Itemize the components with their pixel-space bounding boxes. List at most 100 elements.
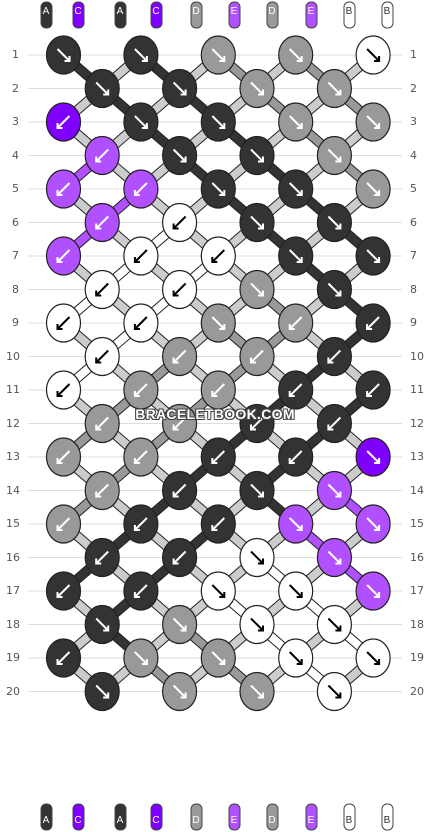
knot bbox=[162, 671, 198, 712]
arrow-down-left-icon bbox=[56, 115, 71, 129]
top-strand-letter: E bbox=[230, 6, 238, 17]
arrow-head bbox=[327, 424, 334, 431]
row-number-left: 6 bbox=[12, 215, 19, 229]
row-number-left: 14 bbox=[6, 483, 20, 497]
bottom-strand-letter: C bbox=[152, 815, 160, 826]
arrow-down-right-icon bbox=[327, 550, 342, 565]
arrow-head bbox=[219, 190, 226, 196]
arrow-head bbox=[56, 257, 63, 263]
top-strand-stub bbox=[190, 1, 203, 29]
top-strand-ends bbox=[40, 1, 394, 29]
arrow-head bbox=[133, 458, 140, 464]
arrow-head bbox=[258, 692, 264, 699]
row-number-right: 16 bbox=[410, 550, 424, 564]
knot bbox=[316, 135, 352, 176]
arrow-head bbox=[219, 659, 226, 665]
arrow-down-right-icon bbox=[288, 651, 303, 665]
bottom-strand-letter: A bbox=[42, 815, 50, 826]
arrow-head bbox=[172, 424, 179, 431]
arrow-head bbox=[335, 223, 342, 230]
arrow-down-right-icon bbox=[211, 182, 226, 196]
arrow-down-right-icon bbox=[366, 651, 380, 665]
arrow-down-right-icon bbox=[288, 584, 303, 598]
knot bbox=[45, 370, 82, 410]
knot bbox=[84, 403, 120, 444]
knot bbox=[316, 202, 352, 243]
arrow-down-right-icon bbox=[327, 282, 342, 297]
row-number-right: 17 bbox=[410, 584, 424, 597]
knot bbox=[239, 135, 275, 176]
row-number-left: 8 bbox=[12, 282, 19, 296]
knot bbox=[278, 504, 314, 544]
knot bbox=[123, 236, 159, 276]
knot bbox=[278, 571, 314, 611]
top-strand-letter: D bbox=[268, 6, 276, 17]
arrow-down-right-icon bbox=[250, 684, 264, 699]
row-number-right: 2 bbox=[410, 81, 417, 95]
knot bbox=[355, 169, 391, 209]
knot bbox=[316, 604, 352, 645]
knot bbox=[355, 437, 391, 477]
row-number-right: 5 bbox=[410, 182, 417, 195]
arrow-head bbox=[180, 156, 187, 163]
knot bbox=[45, 504, 82, 544]
knot bbox=[355, 303, 391, 343]
knot bbox=[316, 671, 352, 712]
arrow-head bbox=[296, 257, 303, 263]
bottom-strand-letter: B bbox=[345, 815, 353, 826]
knot bbox=[162, 269, 198, 310]
arrow-down-left-icon bbox=[288, 383, 303, 397]
arrow-head bbox=[95, 290, 102, 297]
top-strand-stub bbox=[228, 1, 241, 29]
knot bbox=[355, 370, 391, 410]
bottom-strand-stub bbox=[228, 803, 241, 831]
knot bbox=[84, 202, 120, 243]
arrow-head bbox=[180, 692, 187, 699]
arrow-down-right-icon bbox=[134, 115, 148, 129]
knot bbox=[239, 671, 275, 712]
top-strand-stub bbox=[150, 1, 163, 29]
row-number-left: 17 bbox=[6, 584, 20, 597]
row-number-left: 1 bbox=[12, 48, 19, 61]
top-strand-letter: C bbox=[152, 6, 160, 17]
arrow-head bbox=[335, 89, 342, 96]
arrow-down-right-icon bbox=[288, 182, 303, 196]
arrow-down-left-icon bbox=[172, 215, 187, 230]
row-number-left: 18 bbox=[6, 617, 20, 631]
arrow-down-right-icon bbox=[327, 148, 342, 163]
knot bbox=[162, 202, 198, 243]
knot bbox=[123, 504, 159, 544]
arrow-down-left-icon bbox=[95, 550, 109, 565]
arrow-head bbox=[374, 56, 381, 62]
top-strand-stub bbox=[343, 1, 356, 29]
arrow-head bbox=[374, 458, 381, 464]
arrow-head bbox=[95, 491, 102, 498]
arrow-head bbox=[258, 223, 264, 230]
arrow-head bbox=[335, 491, 342, 498]
arrow-down-right-icon bbox=[134, 651, 148, 665]
arrow-head bbox=[250, 424, 256, 431]
arrow-down-right-icon bbox=[172, 617, 187, 632]
knot bbox=[200, 571, 236, 611]
arrow-head bbox=[133, 592, 140, 598]
arrow-down-right-icon bbox=[366, 249, 380, 263]
arrow-down-right-icon bbox=[366, 450, 380, 464]
arrow-head bbox=[288, 324, 295, 330]
arrow-down-right-icon bbox=[172, 81, 187, 96]
knot bbox=[162, 68, 198, 109]
arrow-down-left-icon bbox=[95, 416, 109, 431]
bottom-strand-ends bbox=[40, 803, 394, 831]
arrow-head bbox=[56, 391, 63, 397]
bottom-strand-stub bbox=[343, 803, 356, 831]
row-number-right: 4 bbox=[410, 148, 417, 162]
arrow-down-left-icon bbox=[95, 483, 109, 498]
arrow-head bbox=[133, 324, 140, 330]
knot bbox=[45, 35, 82, 75]
row-number-right: 20 bbox=[410, 684, 424, 698]
row-number-left: 16 bbox=[6, 550, 20, 564]
arrow-down-left-icon bbox=[95, 148, 109, 163]
bottom-strand-letter: E bbox=[230, 815, 238, 826]
arrow-head bbox=[103, 89, 110, 96]
arrow-down-left-icon bbox=[56, 249, 71, 263]
